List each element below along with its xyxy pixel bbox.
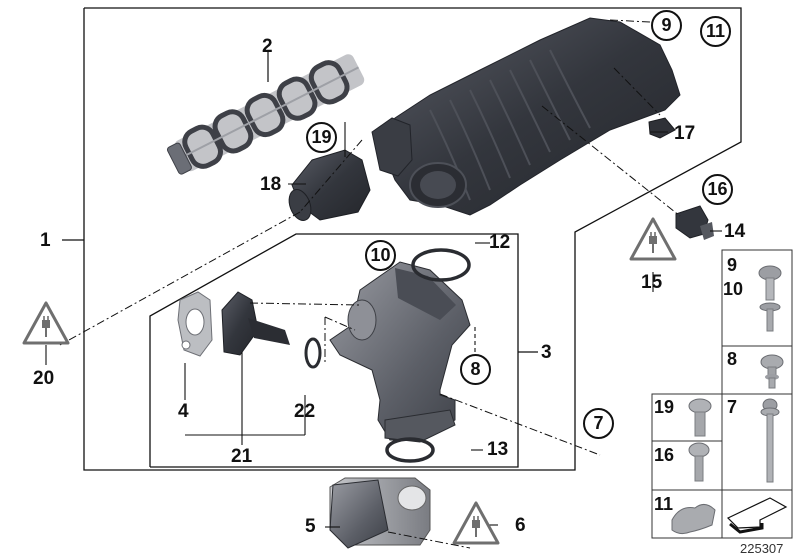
callout-circled-19: 19 [306,122,337,153]
fastener-label-11: 11 [654,494,674,514]
callout-13: 13 [487,439,509,460]
leader-lines [45,122,722,528]
fastener-label-9: 9 [727,255,738,275]
fastener-label-8: 8 [727,349,738,369]
part-21-connector [221,291,290,356]
bolt-9-10 [758,265,782,332]
electrical-plug-warning-icon-15 [629,217,677,261]
callout-5: 5 [305,516,316,537]
electrical-plug-warning-icon-20 [22,301,70,345]
electrical-plug-warning-icon-6 [452,501,500,545]
callout-circled-7: 7 [583,408,614,439]
bolt-7 [760,398,780,483]
callout-4: 4 [178,401,189,422]
callout-3: 3 [541,342,552,363]
callout-circled-16: 16 [702,174,733,205]
fastener-label-10: 10 [723,279,744,299]
callout-circled-8: 8 [460,354,491,385]
callout-6: 6 [515,515,526,536]
callout-18: 18 [260,174,282,195]
assembly-frame-1 [62,7,742,471]
fastener-table-grid [651,249,793,539]
callout-2: 2 [262,36,273,57]
part-2-flap-assembly [166,54,365,175]
part-12-gasket [411,248,471,282]
callout-14: 14 [724,221,746,242]
intake-manifold [371,17,681,216]
callout-21: 21 [231,446,253,467]
direction-arrow-icon [726,497,788,534]
fastener-label-19: 19 [654,397,675,417]
part-22-o-ring [304,337,322,369]
image-number: 225307 [740,541,784,556]
part-18-actuator [288,149,371,221]
assembly-routing-lines [59,19,681,549]
screw-16 [688,442,710,482]
callout-circled-10: 10 [365,240,396,271]
assembly-frame-3 [149,233,538,468]
callout-circled-9: 9 [651,10,682,41]
part-4-gasket [177,291,213,357]
clip-11 [671,504,716,535]
fastener-label-7: 7 [727,397,738,417]
callout-17: 17 [674,123,696,144]
screw-19 [688,398,712,437]
fastener-label-16: 16 [654,445,675,465]
part-17-cover [648,117,676,139]
part-14-sensor [675,205,714,240]
callout-20: 20 [33,368,55,389]
callout-12: 12 [489,232,511,253]
part-13-gasket [385,437,435,463]
callout-1: 1 [40,230,51,251]
part-5-throttle-body [329,477,431,549]
callout-circled-11: 11 [700,16,731,47]
part-3-housing [329,261,471,443]
callout-22: 22 [294,401,316,422]
callout-15: 15 [641,272,663,293]
bolt-8 [760,354,784,389]
